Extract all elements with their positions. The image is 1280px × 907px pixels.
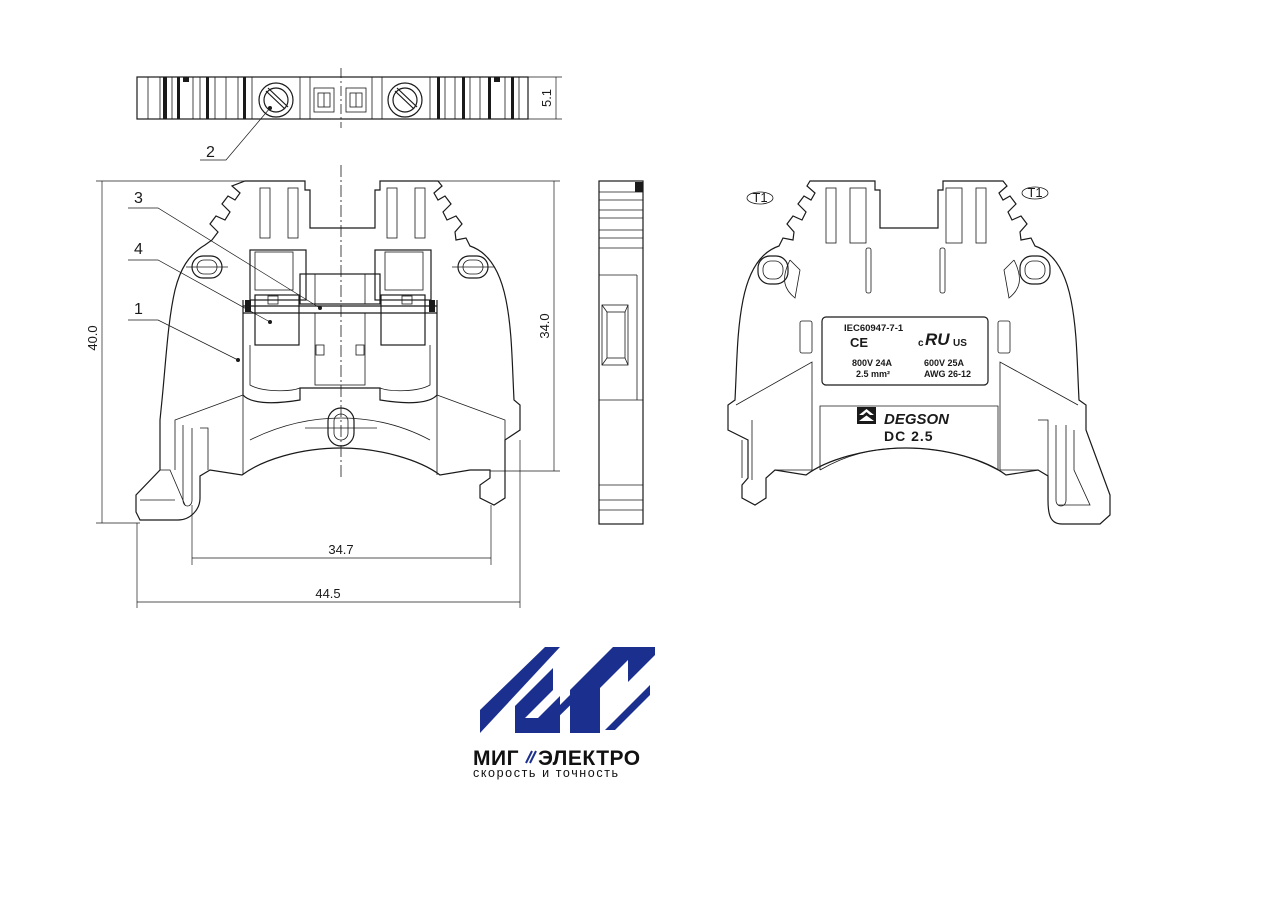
logo-separator-icon [525,750,537,764]
front-view: 40.0 34.0 34.7 44.5 3 4 1 [85,165,560,608]
label-ul-us: US [953,338,967,349]
tag-t1-left: T1 [752,190,767,205]
degson-logo-icon [857,407,876,424]
side-view [598,180,644,525]
label-iec-rating: 800V 24A [852,358,893,368]
label-ul-awg: AWG 26-12 [924,369,971,379]
logo-stripe-1 [480,647,560,733]
logo-name-left: МИГ [473,747,519,770]
label-standard: IEC60947-7-1 [844,323,904,334]
mig-elektro-logo: МИГ ЭЛЕКТРО скорость и точность [473,647,655,780]
logo-name-right: ЭЛЕКТРО [538,747,641,770]
dimension-height-total: 40.0 [85,325,100,350]
product-model: DC 2.5 [884,428,934,444]
logo-stripe-4 [535,665,600,730]
callout-4: 4 [134,241,143,258]
mig-logo-mark-icon [480,647,655,733]
rating-label [821,316,989,386]
callout-3: 3 [134,190,143,207]
label-iec-section: 2.5 mm² [856,369,890,379]
callout-2: 2 [206,144,215,161]
dimension-width-rail: 34.7 [328,542,353,557]
product-brand: DEGSON [884,411,950,428]
tag-t1-right: T1 [1027,185,1042,200]
logo-slogan: скорость и точность [473,766,620,780]
label-ce-mark: CE [850,335,868,350]
label-ul-rating: 600V 25A [924,358,965,368]
top-view: 5.1 2 [136,68,562,161]
logo-stripe-3 [570,647,655,733]
back-view: IEC60947-7-1 CE c RU US 800V 24A 2.5 mm²… [727,180,1111,525]
dimension-height-top: 5.1 [539,89,554,107]
logo-stripe-5 [605,685,650,730]
label-ul-c: c [918,338,924,349]
dimension-width-total: 44.5 [315,586,340,601]
label-ul-mark: RU [925,330,950,349]
callout-1: 1 [134,301,143,318]
dimension-height-rail: 34.0 [537,313,552,338]
